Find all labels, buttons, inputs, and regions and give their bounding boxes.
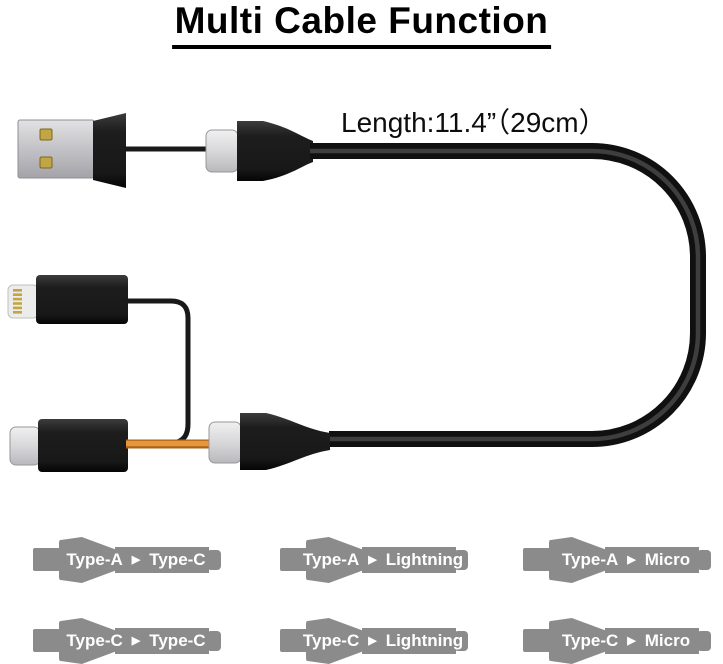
- arrow-icon: ▶: [368, 554, 377, 566]
- cable-body-icon: [115, 628, 209, 654]
- cable-body-icon: [362, 628, 456, 654]
- cable-length-label: Length:11.4”（29cm）: [341, 107, 607, 138]
- combo-to: Lightning: [385, 550, 464, 569]
- cable-body-icon: [115, 547, 209, 573]
- cable-tip-icon: [454, 631, 468, 651]
- cable-end-icon: [280, 548, 310, 571]
- combo-badge-c-lightning: Type-C ▶ Lightning: [280, 618, 468, 664]
- arrow-icon: ▶: [131, 635, 141, 647]
- arrow-icon: ▶: [627, 554, 636, 566]
- combo-badge-a-typec: Type-A ▶ Type-C: [33, 537, 221, 583]
- combo-from: Type-A: [66, 550, 123, 569]
- combo-from: Type-C: [302, 631, 360, 650]
- arrow-icon: ▶: [368, 635, 377, 647]
- combo-badge-a-lightning: Type-A ▶ Lightning: [280, 537, 468, 583]
- cable-tip-icon: [697, 631, 711, 651]
- cable-body-icon: [605, 628, 699, 654]
- usb-c-adapter: [9, 419, 128, 472]
- usb-a-connector: [17, 113, 126, 188]
- usb-c-plug-bottom: [208, 413, 330, 470]
- cable-diagram: [7, 113, 706, 472]
- lightning-contacts: [13, 289, 22, 314]
- page-title: Multi Cable Function: [171, 0, 552, 49]
- cable-end-icon: [523, 548, 553, 571]
- combo-badge-c-micro: Type-C ▶ Micro: [523, 618, 711, 664]
- combo-from: Type-C: [66, 631, 123, 650]
- cable-tip-icon: [697, 550, 711, 570]
- combo-to: Micro: [644, 550, 691, 569]
- usb-c-plug-top: [205, 121, 313, 181]
- lightning-connector: [7, 275, 128, 324]
- combo-badge-c-typec: Type-C ▶ Type-C: [33, 618, 221, 664]
- cable-end-icon: [280, 629, 310, 652]
- combo-to: Micro: [644, 631, 691, 650]
- usb-a-contact: [39, 156, 53, 169]
- orange-cable: [126, 439, 213, 449]
- combo-from: Type-A: [302, 550, 360, 569]
- cable-end-icon: [33, 629, 63, 652]
- combo-to: Type-C: [149, 550, 206, 569]
- lightning-to-c-cable: [123, 298, 191, 445]
- cable-tip-icon: [207, 550, 221, 570]
- cable-body-icon: [362, 547, 456, 573]
- combo-from: Type-A: [561, 550, 619, 569]
- cable-end-icon: [523, 629, 553, 652]
- arrow-icon: ▶: [131, 554, 141, 566]
- combo-badge-a-micro: Type-A ▶ Micro: [523, 537, 711, 583]
- cable-end-icon: [33, 548, 63, 571]
- combo-to: Type-C: [149, 631, 206, 650]
- cable-body-icon: [605, 547, 699, 573]
- combo-from: Type-C: [561, 631, 619, 650]
- combo-to: Lightning: [385, 631, 464, 650]
- usb-a-contact: [39, 128, 53, 141]
- arrow-icon: ▶: [627, 635, 636, 647]
- cable-tip-icon: [207, 631, 221, 651]
- main-cable-loop: [310, 143, 706, 447]
- cable-tip-icon: [454, 550, 468, 570]
